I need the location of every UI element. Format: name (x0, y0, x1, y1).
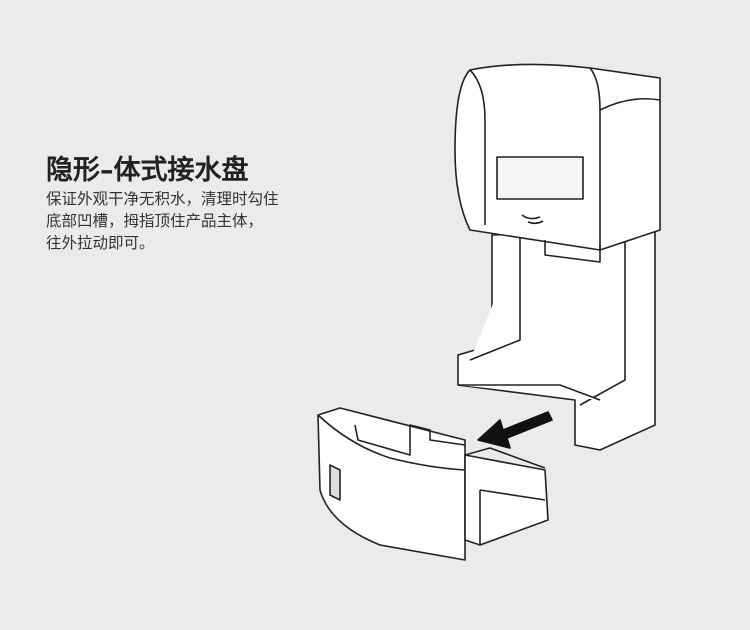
hand-logo-icon (521, 214, 544, 225)
description-line: 保证外观干净无积水，清理时勾住 (46, 190, 279, 208)
feature-description: 保证外观干净无积水，清理时勾住 底部凹槽，拇指顶住产品主体， 往外拉动即可。 (46, 188, 279, 254)
water-tray (317, 407, 549, 561)
dryer-body (454, 63, 661, 451)
description-line: 底部凹槽，拇指顶住产品主体， (46, 212, 264, 230)
description-line: 往外拉动即可。 (46, 234, 155, 252)
pull-direction-arrow (477, 411, 553, 449)
sensor-window (496, 156, 584, 200)
feature-heading: 隐形–体式接水盘 (46, 155, 249, 186)
